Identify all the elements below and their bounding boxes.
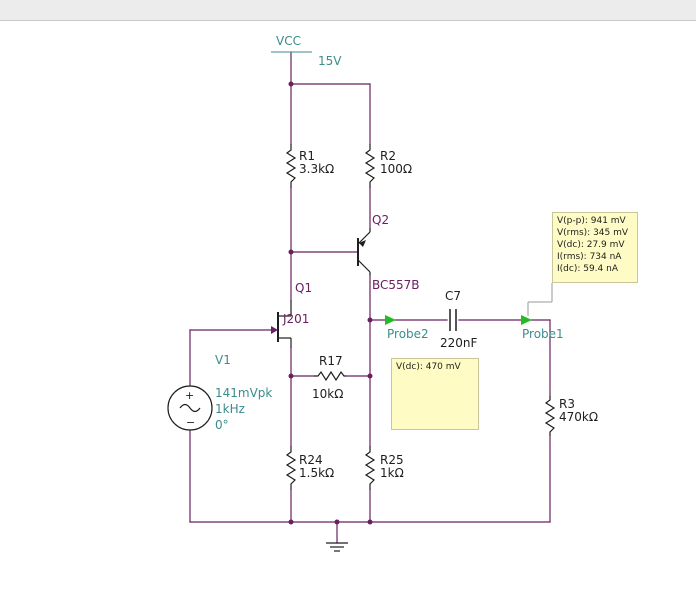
v1-source: + −	[167, 385, 213, 431]
ground-symbol	[326, 542, 348, 552]
probe2-readout[interactable]: V(dc): 470 mV	[391, 358, 479, 430]
svg-text:−: −	[186, 416, 195, 429]
r24-name: R24	[299, 453, 323, 467]
r2-value: 100Ω	[380, 162, 413, 176]
r17-zigzag	[314, 370, 346, 382]
probe2-arrow	[385, 315, 396, 325]
probe1-arrow	[521, 315, 532, 325]
junction-dot	[288, 81, 294, 87]
r1-value: 3.3kΩ	[299, 162, 335, 176]
junction-dot	[367, 373, 373, 379]
r3-value: 470kΩ	[559, 410, 599, 424]
junction-dot	[288, 519, 294, 525]
q2-model: BC557B	[372, 278, 420, 292]
v1-phase: 0°	[215, 418, 229, 432]
junction-dot	[288, 373, 294, 379]
r25-zigzag	[364, 446, 376, 490]
probe2-label[interactable]: Probe2	[387, 327, 429, 341]
junction-dot	[367, 317, 373, 323]
window-top-bar	[0, 0, 696, 21]
q1-gate-arrow	[271, 326, 278, 334]
probe1-readout[interactable]: V(p-p): 941 mV V(rms): 345 mV V(dc): 27.…	[552, 212, 638, 283]
probe-arrows	[385, 315, 532, 325]
r1-name: R1	[299, 149, 315, 163]
r3-zigzag	[544, 396, 556, 436]
junction-dot	[334, 519, 340, 525]
junction-dot	[367, 519, 373, 525]
vcc-label: VCC	[276, 34, 301, 48]
v1-amplitude: 141mVpk	[215, 386, 273, 400]
r2-name: R2	[380, 149, 396, 163]
probe1-reading: V(p-p): 941 mV	[557, 216, 626, 226]
q1-name: Q1	[295, 281, 313, 295]
r24-zigzag	[285, 446, 297, 490]
r25-value: 1kΩ	[380, 466, 404, 480]
q2-name: Q2	[372, 213, 390, 227]
probe1-reading: V(dc): 27.9 mV	[557, 240, 625, 250]
probe1-reading: I(dc): 59.4 nA	[557, 264, 618, 274]
q1-model: J201	[283, 312, 310, 326]
q2-transistor	[357, 228, 371, 275]
r1-zigzag	[285, 144, 297, 188]
c7-value: 220nF	[440, 336, 478, 350]
junction-dot	[288, 249, 294, 255]
vcc-voltage-label: 15V	[318, 54, 342, 68]
q2-emitter-arrow	[359, 240, 366, 247]
probe2-reading: V(dc): 470 mV	[396, 362, 461, 372]
r17-value: 10kΩ	[312, 387, 344, 401]
v1-name: V1	[215, 353, 231, 367]
r2-zigzag	[364, 144, 376, 188]
r17-name: R17	[319, 354, 343, 368]
q1-jfet	[277, 300, 292, 348]
r25-name: R25	[380, 453, 404, 467]
svg-text:+: +	[185, 389, 194, 402]
probe1-reading: I(rms): 734 nA	[557, 252, 622, 262]
c7-plates	[449, 309, 457, 331]
probe1-label[interactable]: Probe1	[522, 327, 564, 341]
r24-value: 1.5kΩ	[299, 466, 335, 480]
c7-name: C7	[445, 289, 462, 303]
r3-name: R3	[559, 397, 575, 411]
probe1-reading: V(rms): 345 mV	[557, 228, 629, 238]
v1-frequency: 1kHz	[215, 402, 245, 416]
